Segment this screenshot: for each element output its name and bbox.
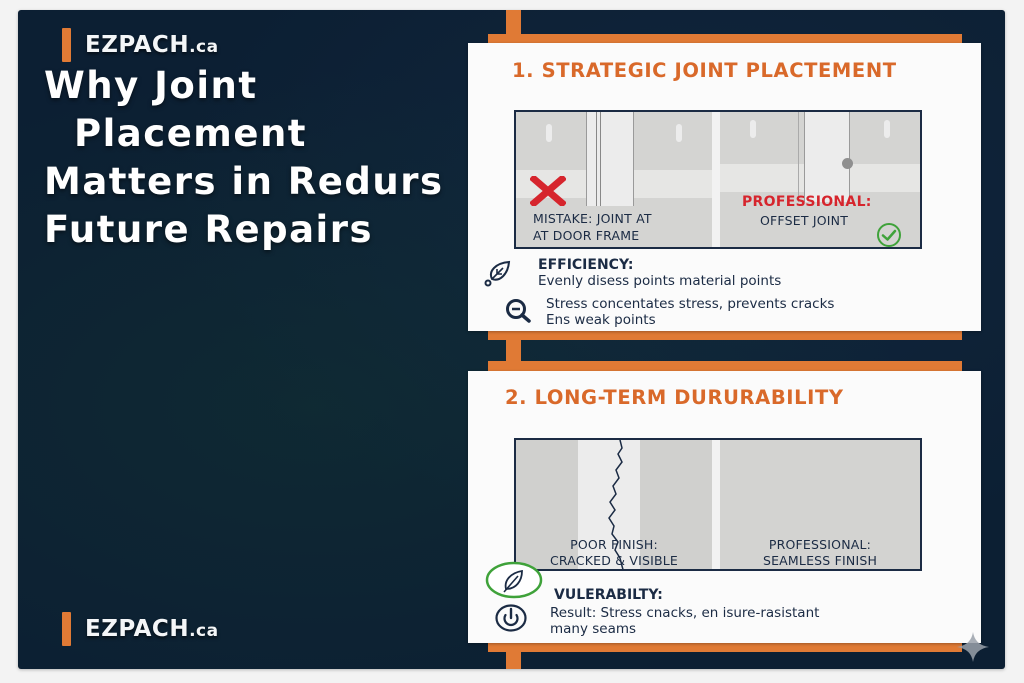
title-line-2: Placement — [74, 112, 307, 155]
poor-caption-line-2: CRACKED & VISIBLE — [549, 553, 679, 568]
card-long-term-durability: 2. LONG-TERM DURURABILITY POOR FINISH: C… — [468, 371, 981, 643]
seamless-panel: PROFESSIONAL: SEAMLESS FINISH — [720, 440, 920, 569]
professional-panel: PROFESSIONAL: OFFSET JOINT — [720, 112, 920, 247]
comparison-illustration: POOR FINISH: CRACKED & VISIBLE PROFESSIO… — [514, 438, 922, 571]
feature-text-line-1: Stress concentates stress, prevents crac… — [546, 296, 835, 312]
taped-seam — [578, 440, 640, 569]
poor-finish-panel: POOR FINISH: CRACKED & VISIBLE — [516, 440, 712, 569]
brand-logo-top: EZPACH.ca — [62, 28, 219, 62]
card-title: 2. LONG-TERM DURURABILITY — [505, 386, 844, 409]
checkmark-icon — [877, 223, 901, 247]
title-line-4: Future Repairs — [44, 208, 374, 251]
card-strategic-joint-placement: 1. STRATEGIC JOINT PLACTEMENT MISTAKE: J… — [468, 43, 981, 331]
feature-heading: VULERABILTY: — [554, 587, 663, 603]
door-frame — [586, 112, 634, 206]
seamless-caption-line-2: SEAMLESS FINISH — [762, 553, 878, 568]
card2-bottom-border — [488, 642, 962, 652]
title-line-1: Why Joint — [44, 64, 258, 107]
brand-name: EZPACH.ca — [85, 616, 219, 642]
professional-heading: PROFESSIONAL: — [742, 194, 872, 210]
wall-mark — [676, 124, 682, 142]
zoom-out-icon — [506, 299, 531, 323]
feature-text: Evenly disess points material points — [538, 273, 782, 289]
card1-bottom-border — [488, 330, 962, 340]
brand-tld: .ca — [189, 621, 219, 641]
sparkle-icon — [957, 632, 989, 662]
feature-text-line-2: many seams — [550, 621, 637, 637]
mistake-panel: MISTAKE: JOINT AT AT DOOR FRAME — [516, 112, 712, 247]
door-knob — [842, 158, 853, 169]
feature-text-line-2: Ens weak points — [546, 312, 656, 328]
feature-heading: EFFICIENCY: — [538, 257, 634, 273]
wall-mark — [546, 124, 552, 142]
brand-name-text: EZPACH — [85, 616, 190, 642]
title-line-3: Matters in Redurs — [44, 160, 444, 203]
connector-bottom — [506, 650, 521, 669]
x-mark-icon — [530, 176, 566, 206]
mistake-caption-line-1: MISTAKE: JOINT AT — [533, 211, 652, 226]
joint-line — [596, 112, 597, 206]
brand-tld: .ca — [189, 37, 219, 57]
brand-accent-bar — [62, 612, 71, 646]
connector-top — [506, 10, 521, 40]
panel-divider — [712, 112, 720, 247]
card1-top-border — [488, 34, 962, 44]
connector-middle — [506, 338, 521, 368]
poor-caption-line-1: POOR FINISH: — [570, 537, 658, 552]
brand-accent-bar — [62, 28, 71, 62]
joint-line — [600, 112, 601, 206]
wall-mark — [750, 120, 756, 138]
brand-name: EZPACH.ca — [85, 32, 219, 58]
card2-top-border — [488, 361, 962, 371]
brand-name-text: EZPACH — [85, 32, 190, 58]
offset-joint-line — [798, 112, 799, 202]
panel-divider — [712, 440, 720, 569]
leaf-circle-icon — [485, 561, 543, 599]
seamless-caption-line-1: PROFESSIONAL: — [768, 537, 872, 552]
card-title: 1. STRATEGIC JOINT PLACTEMENT — [512, 59, 897, 82]
page-title: Why Joint Placement Matters in Redurs Fu… — [44, 62, 514, 254]
mistake-caption-line-2: AT DOOR FRAME — [533, 228, 640, 243]
wall-mark — [884, 120, 890, 138]
feature-text-line-1: Result: Stress cnacks, en isure-rasistan… — [550, 605, 820, 621]
comparison-illustration: MISTAKE: JOINT AT AT DOOR FRAME PROFESSI… — [514, 110, 922, 249]
professional-caption: OFFSET JOINT — [760, 213, 849, 228]
crack-line — [608, 440, 624, 569]
leaf-icon — [484, 260, 511, 287]
brand-logo-bottom: EZPACH.ca — [62, 612, 219, 646]
door-frame — [804, 112, 850, 202]
power-icon — [495, 604, 527, 632]
